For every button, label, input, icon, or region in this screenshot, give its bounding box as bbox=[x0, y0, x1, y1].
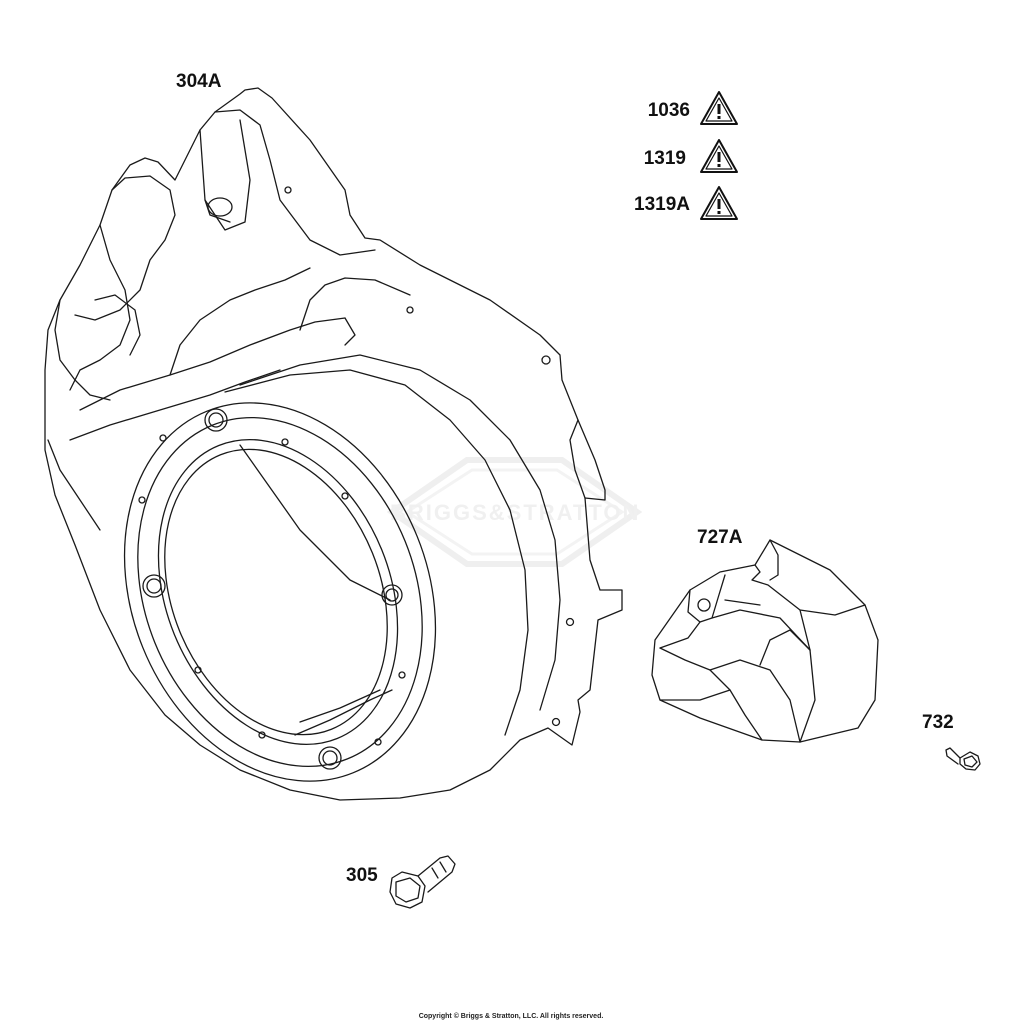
part-label-727a: 727A bbox=[697, 527, 743, 548]
blower-housing-part[interactable] bbox=[44, 87, 623, 828]
watermark-text: BRIGGS&STRATTON bbox=[390, 500, 641, 525]
warning-label-1036: 1036 bbox=[647, 100, 690, 121]
brand-watermark-logo bbox=[386, 457, 643, 567]
screw-305-part[interactable] bbox=[389, 855, 456, 909]
warning-triangle-icon bbox=[700, 186, 738, 220]
warning-triangle-icon bbox=[700, 139, 738, 173]
part-label-732: 732 bbox=[922, 712, 954, 733]
warning-label-1319: 1319 bbox=[643, 148, 686, 169]
guard-part[interactable] bbox=[651, 539, 879, 743]
screw-732-part[interactable] bbox=[945, 747, 981, 771]
part-label-304a: 304A bbox=[176, 71, 222, 92]
part-label-305: 305 bbox=[346, 865, 378, 886]
copyright-notice: Copyright © Briggs & Stratton, LLC. All … bbox=[418, 1013, 604, 1020]
warning-triangle-icon bbox=[700, 91, 738, 125]
warning-label-1319a: 1319A bbox=[634, 194, 690, 215]
